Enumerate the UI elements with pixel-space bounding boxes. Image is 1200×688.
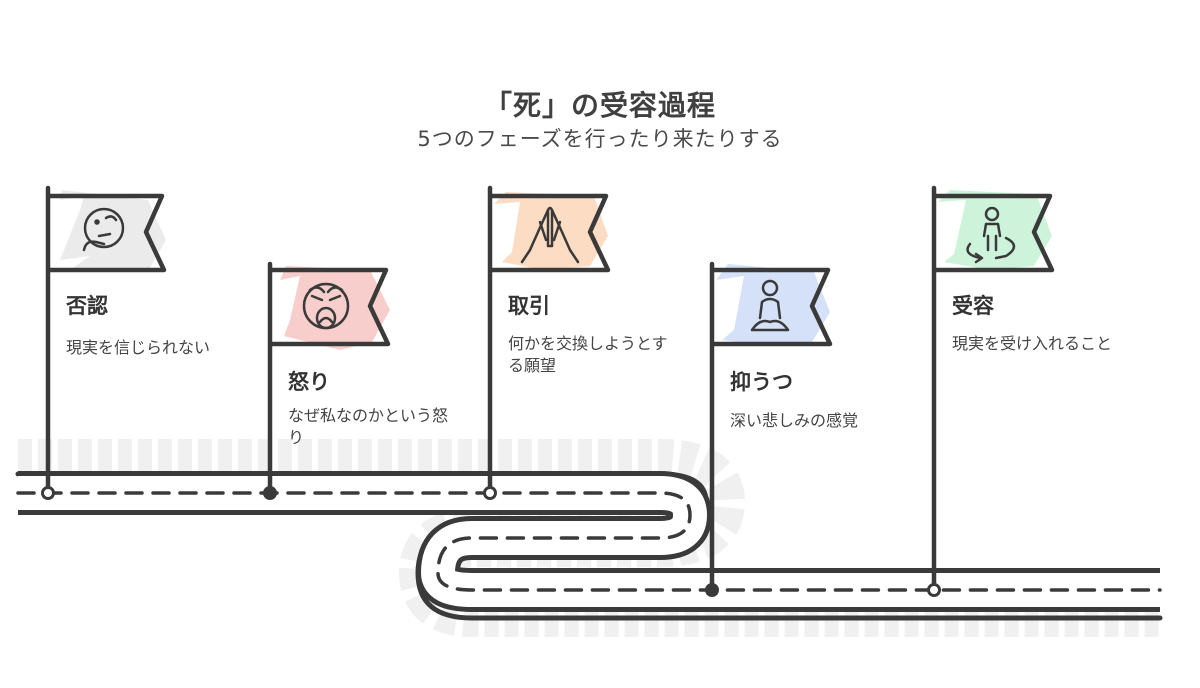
angry-face-icon — [302, 282, 350, 330]
pole-anchor — [927, 583, 941, 597]
flag-anger — [263, 261, 391, 500]
flag-outline — [48, 193, 167, 273]
diagram-title: 「死」の受容過程 — [483, 89, 716, 122]
flag-outline — [270, 267, 391, 347]
flag-bargaining — [483, 185, 611, 500]
pole-anchor — [263, 486, 277, 500]
flag-hatch — [716, 264, 830, 346]
phase-title-bargaining: 取引 — [508, 294, 550, 318]
flag-acceptance — [927, 185, 1055, 597]
flag-depression — [705, 261, 833, 597]
phase-title-acceptance: 受容 — [952, 294, 994, 318]
phase-desc-bargaining: 何かを交換しようとする願望 — [508, 334, 668, 375]
road-surface — [18, 476, 1160, 607]
flag-outline — [934, 193, 1055, 273]
phase-desc-anger: なぜ私なのかという怒り — [288, 406, 449, 447]
flag-outline — [490, 193, 611, 273]
phase-title-anger: 怒り — [288, 370, 330, 394]
pole-anchor — [41, 486, 55, 500]
praying-hands-icon — [520, 206, 580, 264]
flag-hatch — [280, 266, 390, 350]
meditating-person-icon — [750, 279, 790, 332]
flag-denial — [41, 185, 167, 500]
flag-hatch — [60, 190, 166, 270]
flag-outline — [712, 267, 833, 347]
phase-title-depression: 抑うつ — [730, 370, 793, 394]
person-cycle-icon — [966, 206, 1016, 264]
pole-anchor — [705, 583, 719, 597]
pole-anchor — [483, 486, 497, 500]
diagram-subtitle: 5つのフェーズを行ったり来たりする — [417, 127, 783, 151]
phase-desc-depression: 深い悲しみの感覚 — [730, 411, 859, 430]
thinking-face-icon — [82, 207, 125, 252]
road-center-line — [16, 491, 1162, 592]
phase-title-denial: 否認 — [66, 294, 108, 318]
phase-desc-denial: 現実を信じられない — [66, 338, 211, 357]
phase-desc-acceptance: 現実を受け入れること — [952, 334, 1113, 353]
